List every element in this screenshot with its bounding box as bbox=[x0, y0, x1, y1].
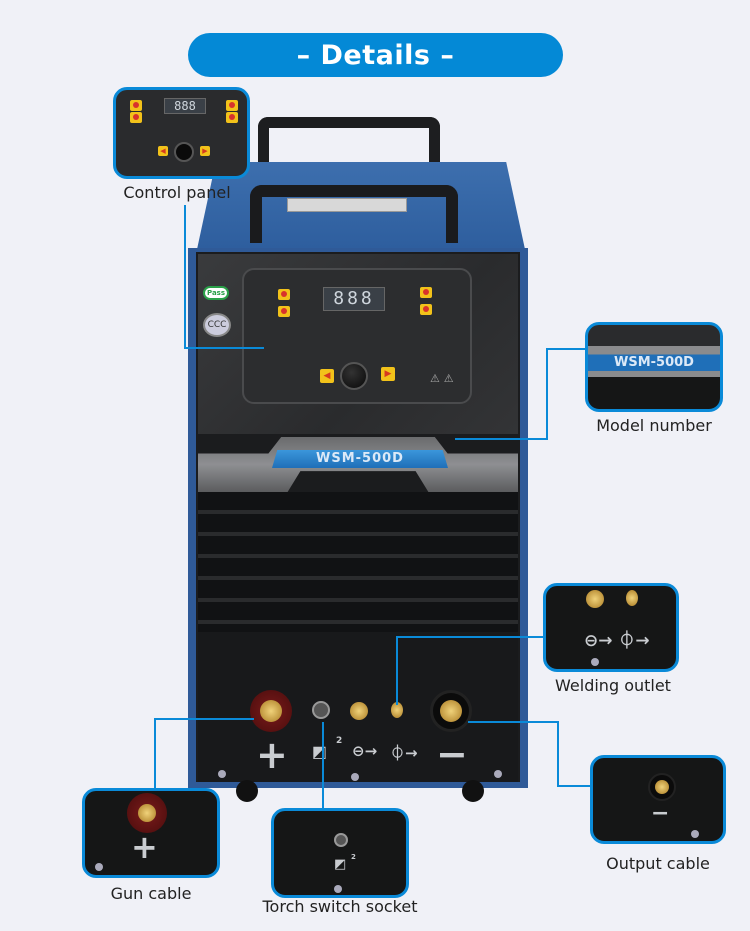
foot bbox=[462, 780, 484, 802]
model-number-detail: WSM-500D bbox=[585, 322, 723, 412]
front-handle bbox=[250, 185, 458, 243]
digital-display: 888 bbox=[323, 287, 385, 311]
output-cable-caption: Output cable bbox=[606, 854, 710, 873]
control-panel-detail: 888 ◀ ▶ bbox=[113, 87, 250, 179]
model-label: WSM-500D bbox=[272, 450, 448, 468]
connector-line bbox=[468, 721, 558, 723]
mode-button-2[interactable] bbox=[278, 306, 290, 317]
detail-left-arrow: ◀ bbox=[158, 146, 168, 156]
detail-button bbox=[130, 112, 142, 123]
plus-symbol: + bbox=[256, 733, 288, 777]
connector-line bbox=[396, 636, 544, 638]
welding-outlet-caption: Welding outlet bbox=[555, 676, 671, 695]
warning-icon: ⚠ ⚠ bbox=[430, 372, 454, 385]
details-banner: – Details – bbox=[188, 33, 563, 77]
detail-terminal bbox=[127, 793, 167, 833]
left-arrow-button[interactable]: ◀ bbox=[320, 369, 334, 383]
connector-line bbox=[322, 722, 324, 808]
torch-switch-socket bbox=[312, 701, 330, 719]
connector-line bbox=[455, 438, 548, 440]
connector-line bbox=[396, 637, 398, 705]
connector-line bbox=[557, 785, 591, 787]
rear-handle bbox=[258, 117, 440, 177]
detail-minus-symbol: − bbox=[651, 801, 670, 826]
model-number-caption: Model number bbox=[596, 416, 712, 435]
detail-pin-count: 2 bbox=[351, 853, 356, 861]
torch-switch-socket-caption: Torch switch socket bbox=[262, 897, 418, 916]
torch-switch-icon: ◩ bbox=[312, 742, 328, 761]
minus-symbol: − bbox=[436, 732, 468, 776]
detail-knob bbox=[174, 142, 194, 162]
torch-switch-socket-detail: ◩ 2 bbox=[271, 808, 409, 898]
detail-socket bbox=[334, 833, 348, 847]
wire-feed-icon: ⊖→ bbox=[352, 742, 378, 760]
banner-title: – Details – bbox=[296, 39, 455, 71]
positive-terminal bbox=[250, 690, 292, 732]
screw bbox=[334, 885, 342, 893]
warning-label bbox=[287, 198, 407, 212]
screw bbox=[95, 863, 103, 871]
output-cable-detail: − bbox=[590, 755, 726, 844]
welding-outlet-detail: ⊖→ ⏀→ bbox=[543, 583, 679, 672]
detail-wire-feed-icon: ⊖→ ⏀→ bbox=[584, 631, 650, 651]
pass-badge: Pass bbox=[203, 286, 229, 300]
torch-switch-pin-count: 2 bbox=[336, 736, 343, 746]
connector-line bbox=[154, 718, 156, 790]
connector-line bbox=[557, 721, 559, 786]
gas-fitting-large bbox=[350, 702, 368, 720]
adjust-knob[interactable] bbox=[340, 362, 368, 390]
detail-plus-symbol: + bbox=[131, 828, 158, 866]
detail-terminal bbox=[648, 773, 676, 801]
detail-gas-fitting bbox=[626, 590, 638, 606]
screw bbox=[691, 830, 699, 838]
detail-display: 888 bbox=[164, 98, 206, 114]
mode-button-4[interactable] bbox=[420, 304, 432, 315]
connector-line bbox=[184, 347, 264, 349]
right-arrow-button[interactable]: ▶ bbox=[381, 367, 395, 381]
connector-line bbox=[154, 718, 254, 720]
detail-button bbox=[226, 100, 238, 111]
ccc-badge: CCC bbox=[203, 313, 231, 337]
mode-button-1[interactable] bbox=[278, 289, 290, 300]
control-panel-caption: Control panel bbox=[123, 183, 231, 202]
vent-grille bbox=[198, 492, 518, 632]
gas-cylinder-icon: ⏀→ bbox=[390, 744, 418, 762]
screw bbox=[591, 658, 599, 666]
screw bbox=[218, 770, 226, 778]
mode-button-3[interactable] bbox=[420, 287, 432, 298]
detail-torch-switch-icon: ◩ bbox=[334, 857, 347, 872]
screw bbox=[494, 770, 502, 778]
connector-line bbox=[184, 205, 186, 348]
detail-model-label: WSM-500D bbox=[614, 355, 694, 370]
screw bbox=[351, 773, 359, 781]
gas-fitting-small bbox=[391, 702, 403, 718]
detail-gas-fitting bbox=[586, 590, 604, 608]
detail-button bbox=[130, 100, 142, 111]
connector-line bbox=[548, 348, 586, 350]
foot bbox=[236, 780, 258, 802]
detail-right-arrow: ▶ bbox=[200, 146, 210, 156]
connector-line bbox=[546, 348, 548, 440]
detail-button bbox=[226, 112, 238, 123]
negative-terminal bbox=[430, 690, 472, 732]
gun-cable-caption: Gun cable bbox=[110, 884, 192, 903]
gun-cable-detail: + bbox=[82, 788, 220, 878]
